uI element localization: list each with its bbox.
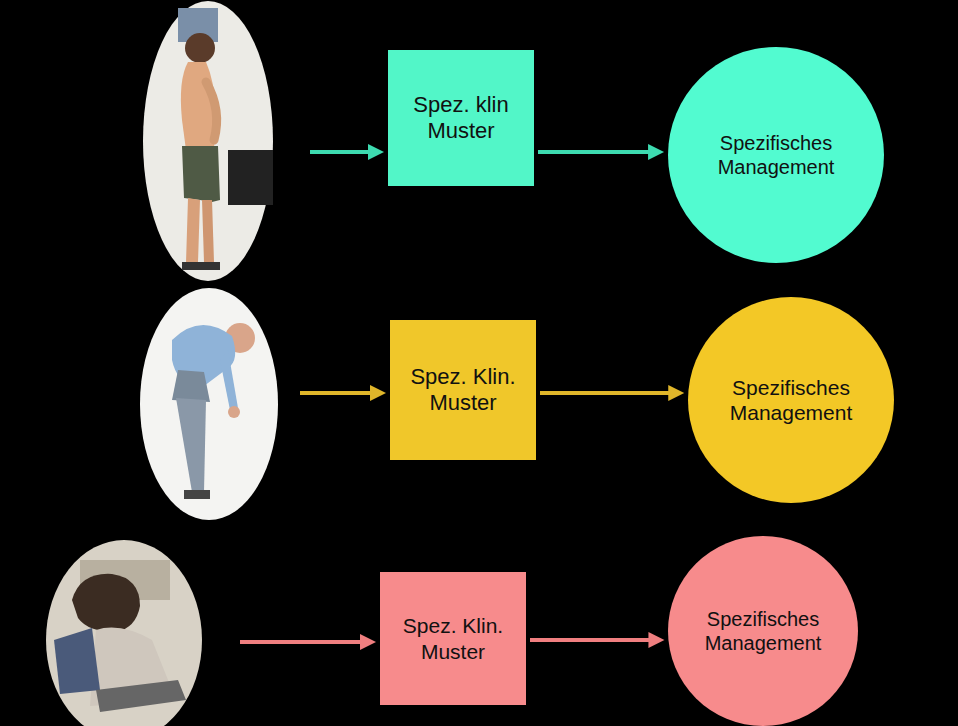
photo-sitting-posture	[46, 540, 202, 726]
arrow-line	[530, 638, 650, 642]
node-label: Spez. Klin. Muster	[387, 607, 519, 669]
arrow-head	[668, 385, 684, 401]
node-label: Spezifisches Management	[687, 601, 839, 661]
circle-outline	[688, 297, 894, 503]
management-circle: Spezifisches Management	[668, 47, 884, 263]
flow-arrow	[530, 632, 664, 648]
node-label: Spez. klin Muster	[395, 86, 527, 151]
circle-outline	[668, 536, 858, 726]
arrow-line	[538, 150, 650, 154]
node-label: Spezifisches Management	[710, 369, 872, 431]
pattern-box: Spez. klin Muster	[388, 50, 534, 186]
arrow-head	[648, 632, 664, 648]
flow-arrow	[538, 144, 664, 160]
pattern-box: Spez. Klin. Muster	[380, 572, 526, 705]
photo-arrows	[240, 144, 386, 650]
node-label: Spezifisches Management	[695, 125, 857, 185]
management-circle: Spezifisches Management	[688, 297, 894, 503]
arrow-line	[540, 391, 670, 395]
photo-standing-posture	[143, 1, 273, 281]
photo-bent-posture	[140, 288, 278, 520]
circle-outline	[668, 47, 884, 263]
arrow-head	[648, 144, 664, 160]
pattern-box: Spez. Klin. Muster	[390, 320, 536, 460]
node-label: Spez. Klin. Muster	[397, 358, 529, 423]
management-circle: Spezifisches Management	[668, 536, 858, 726]
flow-arrow	[540, 385, 684, 401]
